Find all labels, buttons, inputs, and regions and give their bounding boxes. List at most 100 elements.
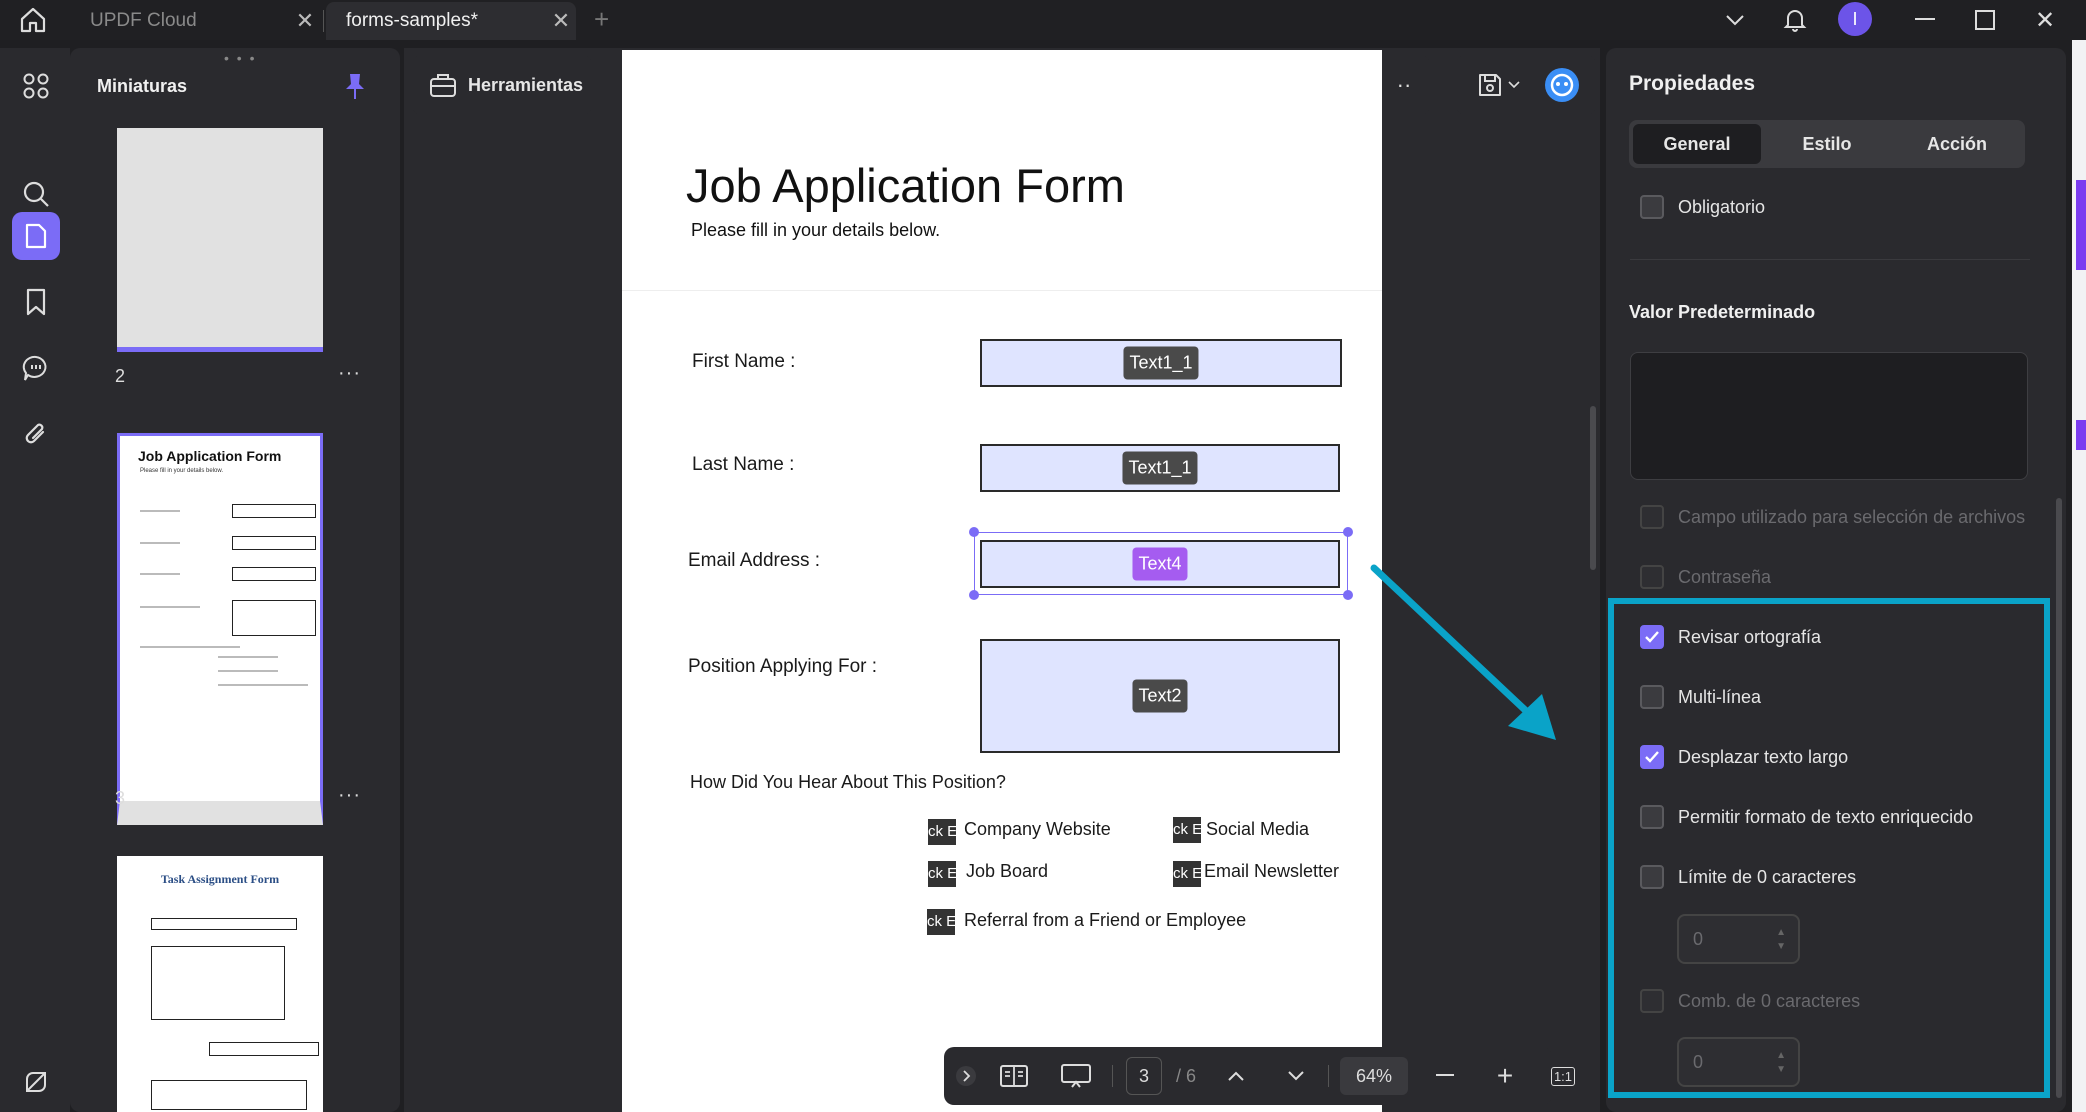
bell-icon[interactable] bbox=[1770, 0, 1820, 40]
checkbox-multiline[interactable]: Multi-línea bbox=[1640, 685, 1761, 709]
checkbox-box[interactable] bbox=[1640, 685, 1664, 709]
tab-accion[interactable]: Acción bbox=[1926, 133, 1987, 154]
resize-handle[interactable] bbox=[969, 590, 979, 600]
pin-icon[interactable] bbox=[342, 72, 368, 107]
minimize-icon[interactable] bbox=[1900, 0, 1950, 40]
stepper-value: 0 bbox=[1693, 928, 1704, 949]
new-tab-icon[interactable]: + bbox=[594, 4, 610, 34]
checkbox-box[interactable] bbox=[1640, 195, 1664, 219]
presentation-icon[interactable] bbox=[1056, 1057, 1096, 1095]
field-first-name[interactable]: Text1_1 bbox=[980, 339, 1342, 387]
comb-stepper[interactable]: 0 ▲▼ bbox=[1677, 1037, 1800, 1087]
thumbnail-page-3[interactable]: Job Application Form Please fill in your… bbox=[117, 433, 323, 825]
checkbox-obligatorio[interactable]: Obligatorio bbox=[1640, 195, 1765, 219]
stepper-arrows-icon[interactable]: ▲▼ bbox=[1776, 927, 1786, 952]
checkbox-password[interactable]: Contraseña bbox=[1640, 565, 1771, 589]
home-icon[interactable] bbox=[18, 6, 52, 36]
ai-assistant-icon[interactable] bbox=[1542, 65, 1582, 105]
checkbox-box[interactable] bbox=[1640, 505, 1664, 529]
checkbox-email-newsletter[interactable]: ck E bbox=[1173, 861, 1201, 887]
more-tools-icon[interactable]: ·· bbox=[1396, 72, 1412, 97]
field-last-name[interactable]: Text1_1 bbox=[980, 444, 1340, 492]
updf-logo-icon[interactable] bbox=[12, 1058, 60, 1106]
checkbox-box[interactable] bbox=[1640, 745, 1664, 769]
checkbox-spell-check[interactable]: Revisar ortografía bbox=[1640, 625, 1821, 649]
tab-general[interactable]: General bbox=[1633, 124, 1761, 164]
close-window-icon[interactable]: ✕ bbox=[2034, 6, 2056, 34]
thumb-field bbox=[151, 918, 297, 930]
section-divider bbox=[1630, 259, 2030, 260]
close-icon[interactable]: ✕ bbox=[551, 8, 571, 33]
tab-divider bbox=[323, 10, 324, 32]
checkbox-social-media[interactable]: ck E bbox=[1173, 817, 1201, 843]
zoom-level[interactable]: 64% bbox=[1340, 1057, 1408, 1095]
thumbnail-page-4[interactable]: Task Assignment Form bbox=[117, 856, 323, 1112]
checkbox-box[interactable] bbox=[1640, 565, 1664, 589]
checkbox-char-limit[interactable]: Límite de 0 caracteres bbox=[1640, 865, 1856, 889]
maximize-icon[interactable] bbox=[1960, 0, 2010, 40]
properties-tabs: General Estilo Acción bbox=[1629, 120, 2025, 168]
field-position[interactable]: Text2 bbox=[980, 639, 1340, 753]
tab-estilo[interactable]: Estilo bbox=[1802, 133, 1852, 154]
field-email[interactable]: Text4 bbox=[980, 540, 1340, 588]
default-value-input[interactable] bbox=[1630, 352, 2028, 480]
checkbox-file-select[interactable]: Campo utilizado para selección de archiv… bbox=[1640, 505, 2025, 529]
pdf-page: Job Application Form Please fill in your… bbox=[622, 50, 1382, 1112]
more-options-icon[interactable]: ··· bbox=[338, 784, 361, 806]
pages-icon[interactable] bbox=[12, 212, 60, 260]
page-number-input[interactable]: 3 bbox=[1126, 1057, 1162, 1095]
more-options-icon[interactable]: ··· bbox=[338, 362, 361, 384]
checkbox-rich-text[interactable]: Permitir formato de texto enriquecido bbox=[1640, 805, 1973, 829]
reading-mode-icon[interactable] bbox=[994, 1057, 1034, 1095]
tools-button[interactable]: Herramientas bbox=[412, 55, 592, 115]
save-icon[interactable] bbox=[1470, 65, 1510, 105]
next-page-icon[interactable] bbox=[1276, 1057, 1316, 1095]
grid-icon[interactable] bbox=[12, 62, 60, 110]
field-tag: Text2 bbox=[1132, 679, 1188, 713]
tab-forms-samples[interactable]: forms-samples* ✕ bbox=[326, 2, 576, 40]
zoom-value: 64% bbox=[1355, 1065, 1393, 1086]
toolbox-icon bbox=[430, 74, 456, 97]
selection-frame[interactable] bbox=[974, 532, 1348, 595]
checkbox-comb[interactable]: Comb. de 0 caracteres bbox=[1640, 989, 1860, 1013]
attachment-icon[interactable] bbox=[12, 410, 60, 458]
checkbox-job-board[interactable]: ck E bbox=[928, 861, 956, 887]
search-icon[interactable] bbox=[12, 170, 60, 218]
zoom-out-icon[interactable] bbox=[1430, 1057, 1460, 1095]
checkbox-box[interactable] bbox=[1640, 989, 1664, 1013]
window-edge-accent bbox=[2076, 420, 2086, 450]
chevron-down-icon[interactable] bbox=[1504, 65, 1524, 105]
collapse-chevron-icon[interactable] bbox=[954, 1057, 978, 1095]
checkbox-box[interactable] bbox=[1640, 865, 1664, 889]
comment-icon[interactable] bbox=[12, 344, 60, 392]
checkbox-box[interactable] bbox=[1640, 805, 1664, 829]
char-limit-stepper[interactable]: 0 ▲▼ bbox=[1677, 914, 1800, 964]
bookmark-icon[interactable] bbox=[12, 278, 60, 326]
resize-handle[interactable] bbox=[1343, 590, 1353, 600]
checkbox-referral[interactable]: ck E bbox=[927, 909, 955, 935]
chevron-down-icon[interactable] bbox=[1710, 0, 1760, 40]
checkbox-label: Límite de 0 caracteres bbox=[1678, 866, 1857, 887]
properties-title: Propiedades bbox=[1629, 72, 1756, 95]
actual-size-button[interactable]: 1:1 bbox=[1548, 1057, 1578, 1095]
checkbox-scroll-long-text[interactable]: Desplazar texto largo bbox=[1640, 745, 1848, 769]
previous-page-icon[interactable] bbox=[1216, 1057, 1256, 1095]
thumb-text bbox=[140, 542, 180, 544]
thumb-text bbox=[218, 684, 308, 686]
drag-handle[interactable]: • • • bbox=[224, 50, 257, 66]
label-company-website: Company Website bbox=[964, 819, 1111, 839]
zoom-in-icon[interactable]: + bbox=[1496, 1060, 1514, 1091]
checkbox-company-website[interactable]: ck E bbox=[928, 819, 956, 845]
checkbox-box[interactable] bbox=[1640, 625, 1664, 649]
resize-handle[interactable] bbox=[969, 527, 979, 537]
tab-updf-cloud[interactable]: UPDF Cloud ✕ bbox=[70, 2, 320, 40]
total-pages: / 6 bbox=[1175, 1065, 1196, 1086]
properties-scrollbar[interactable] bbox=[2056, 498, 2062, 1098]
close-icon[interactable]: ✕ bbox=[295, 8, 315, 33]
avatar[interactable]: I bbox=[1838, 2, 1872, 36]
stepper-arrows-icon[interactable]: ▲▼ bbox=[1776, 1050, 1786, 1075]
thumbnail-page-2[interactable] bbox=[117, 128, 323, 352]
resize-handle[interactable] bbox=[1343, 527, 1353, 537]
thumbnail-page-number: 2 bbox=[115, 366, 126, 386]
scrollbar[interactable] bbox=[1590, 406, 1596, 570]
